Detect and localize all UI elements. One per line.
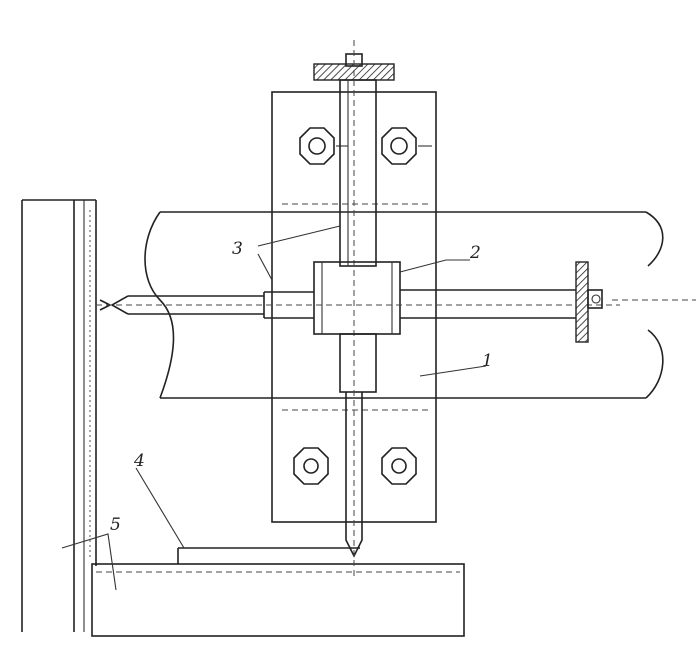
callout-label-5: 5 bbox=[110, 515, 121, 535]
callout-label-4: 4 bbox=[133, 451, 145, 471]
angle-plate bbox=[21, 199, 97, 632]
base-table bbox=[91, 547, 465, 637]
callout-label-2: 2 bbox=[469, 243, 481, 263]
cylinder-workpiece bbox=[144, 211, 696, 399]
callout-label-3: 3 bbox=[232, 239, 243, 259]
callout-leaders bbox=[61, 225, 487, 591]
nut-top-left bbox=[299, 127, 348, 165]
nut-top-right bbox=[381, 127, 432, 165]
nut-bottom-left bbox=[293, 447, 329, 485]
guide-plate bbox=[271, 91, 437, 523]
callout-label-1: 1 bbox=[482, 351, 493, 371]
vertical-spindle bbox=[313, 40, 395, 580]
horizontal-spindle bbox=[96, 291, 620, 319]
right-rod-handwheel bbox=[400, 261, 603, 343]
nut-bottom-right bbox=[381, 447, 417, 485]
center-block bbox=[313, 261, 401, 335]
